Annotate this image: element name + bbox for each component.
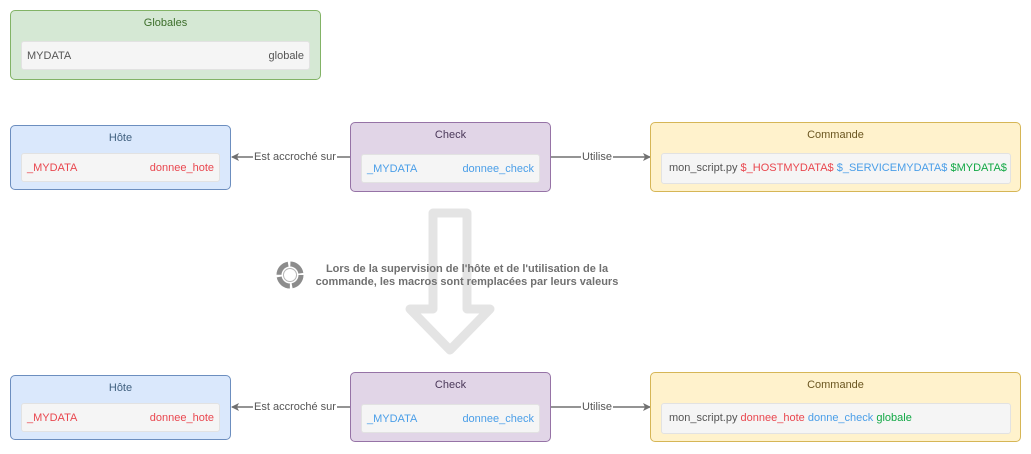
check-key: _MYDATA	[367, 163, 418, 175]
host-row: _MYDATA donnee_hote	[21, 153, 220, 182]
host-box-bottom[interactable]: Hôte _MYDATA donnee_hote	[10, 375, 231, 440]
host-title: Hôte	[108, 132, 133, 144]
host-title: Hôte	[108, 382, 133, 394]
host-value: donnee_hote	[149, 162, 214, 174]
edge-label-attached-top: Est accroché sur	[253, 151, 337, 163]
globals-value: globale	[268, 50, 304, 62]
check-value: donnee_check	[462, 163, 534, 175]
check-row: _MYDATA donnee_check	[361, 154, 540, 183]
check-title: Check	[434, 129, 467, 141]
globals-key: MYDATA	[27, 50, 72, 62]
command-script: mon_script.py	[669, 412, 738, 424]
command-arg-service: donne_check	[807, 412, 874, 424]
check-box-bottom[interactable]: Check _MYDATA donnee_check	[350, 372, 551, 442]
check-box-top[interactable]: Check _MYDATA donnee_check	[350, 122, 551, 192]
command-script: mon_script.py	[669, 162, 738, 174]
refresh-cycle-icon	[276, 261, 304, 289]
check-row: _MYDATA donnee_check	[361, 404, 540, 433]
host-box-top[interactable]: Hôte _MYDATA donnee_hote	[10, 125, 231, 190]
command-arg-global: globale	[876, 412, 912, 424]
host-row: _MYDATA donnee_hote	[21, 403, 220, 432]
globals-box[interactable]: Globales MYDATA globale	[10, 10, 321, 80]
command-line: mon_script.py donnee_hote donne_check gl…	[669, 412, 912, 424]
note-line-1: Lors de la supervision de l'hôte et de l…	[325, 263, 609, 275]
host-key: _MYDATA	[27, 412, 78, 424]
command-row: mon_script.py $_HOSTMYDATA$ $_SERVICEMYD…	[661, 153, 1011, 184]
globals-title: Globales	[143, 17, 188, 29]
edge-label-uses-top: Utilise	[581, 151, 613, 163]
transform-down-arrow	[405, 208, 495, 355]
command-line: mon_script.py $_HOSTMYDATA$ $_SERVICEMYD…	[669, 162, 1007, 174]
command-title: Commande	[807, 129, 864, 141]
command-arg-host: donnee_hote	[740, 412, 805, 424]
command-box-top[interactable]: Commande mon_script.py $_HOSTMYDATA$ $_S…	[650, 122, 1021, 192]
substitution-note: Lors de la supervision de l'hôte et de l…	[308, 263, 626, 289]
globals-row: MYDATA globale	[21, 41, 310, 70]
command-arg-global: $MYDATA$	[950, 162, 1007, 174]
edge-label-attached-bottom: Est accroché sur	[253, 401, 337, 413]
command-title: Commande	[807, 379, 864, 391]
command-row: mon_script.py donnee_hote donne_check gl…	[661, 403, 1011, 434]
edge-label-uses-bottom: Utilise	[581, 401, 613, 413]
command-arg-host: $_HOSTMYDATA$	[740, 162, 834, 174]
host-value: donnee_hote	[149, 412, 214, 424]
host-key: _MYDATA	[27, 162, 78, 174]
command-box-bottom[interactable]: Commande mon_script.py donnee_hote donne…	[650, 372, 1021, 442]
command-arg-service: $_SERVICEMYDATA$	[836, 162, 948, 174]
check-value: donnee_check	[462, 413, 534, 425]
check-title: Check	[434, 379, 467, 391]
check-key: _MYDATA	[367, 413, 418, 425]
note-line-2: commande, les macros sont remplacées par…	[315, 276, 619, 288]
